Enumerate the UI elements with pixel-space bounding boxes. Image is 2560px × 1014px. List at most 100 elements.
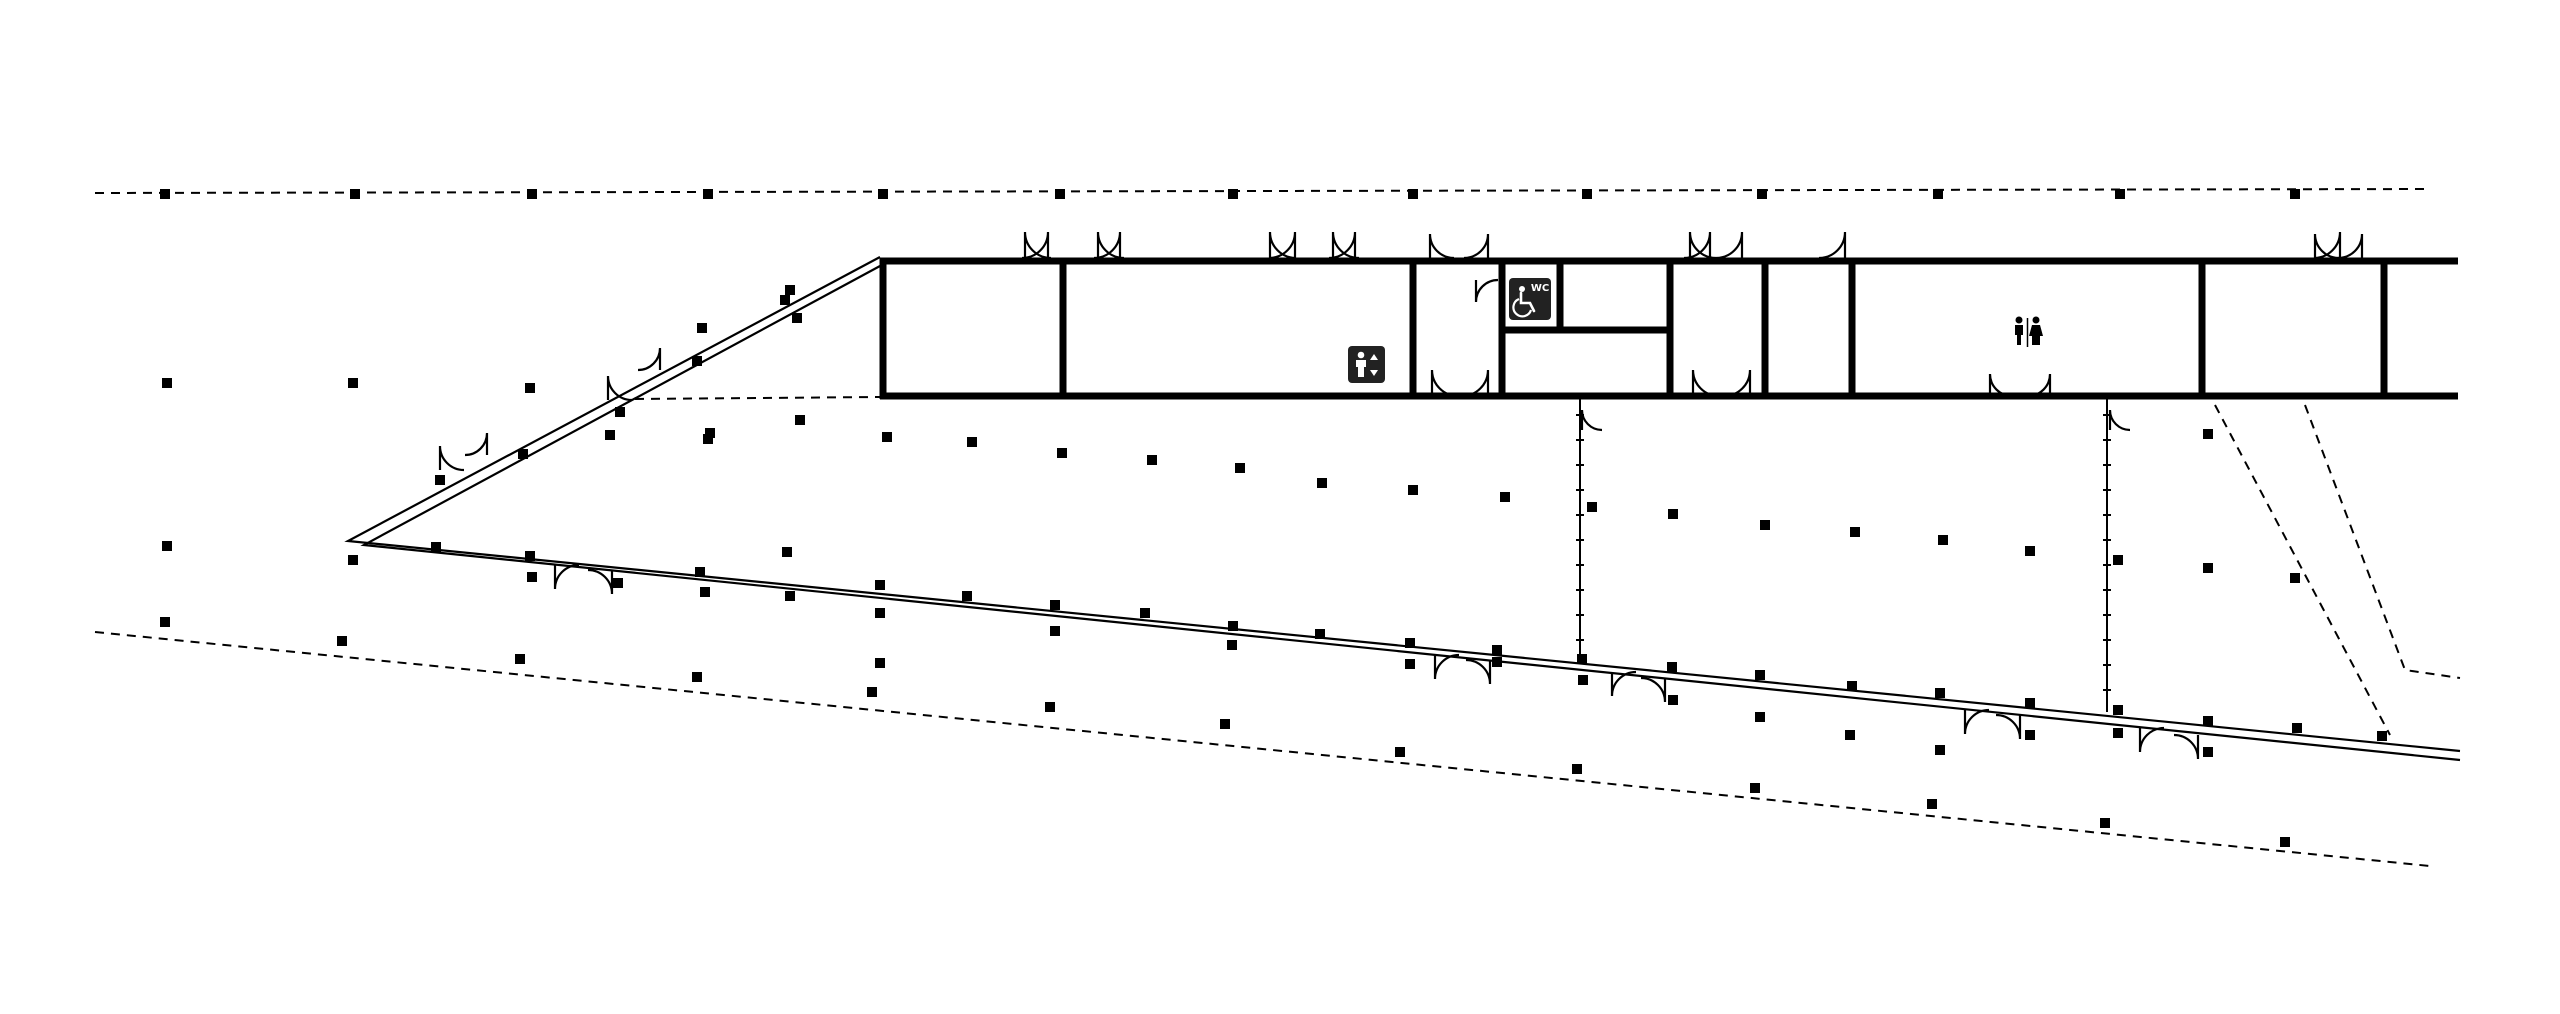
right-dashed-ramp-b bbox=[2304, 404, 2461, 679]
door-swing bbox=[1021, 231, 1050, 260]
column-marker bbox=[1405, 659, 1415, 669]
column-marker bbox=[795, 415, 805, 425]
column-marker bbox=[875, 658, 885, 668]
right-dashed-ramp-a bbox=[2214, 404, 2391, 736]
door-swing bbox=[1818, 231, 1847, 260]
column-marker bbox=[1668, 509, 1678, 519]
column-marker bbox=[780, 295, 790, 305]
column-marker bbox=[1057, 448, 1067, 458]
column-marker bbox=[1492, 657, 1502, 667]
column-marker bbox=[348, 555, 358, 565]
column-marker bbox=[160, 617, 170, 627]
column-marker bbox=[613, 578, 623, 588]
column-marker bbox=[1500, 492, 1510, 502]
column-marker bbox=[1755, 670, 1765, 680]
column-marker bbox=[695, 567, 705, 577]
column-marker bbox=[1055, 189, 1065, 199]
column-marker bbox=[1050, 626, 1060, 636]
door-swing bbox=[587, 568, 614, 595]
column-marker bbox=[2290, 189, 2300, 199]
column-grid bbox=[160, 189, 2387, 847]
door-swing bbox=[1461, 369, 1490, 398]
door-swing bbox=[1723, 369, 1752, 398]
door-swing bbox=[1433, 653, 1460, 680]
restroom-icon bbox=[2015, 316, 2043, 347]
column-marker bbox=[350, 189, 360, 199]
column-marker bbox=[703, 189, 713, 199]
door-swing bbox=[1465, 658, 1492, 685]
column-marker bbox=[1667, 662, 1677, 672]
column-marker bbox=[1578, 675, 1588, 685]
column-marker bbox=[1668, 695, 1678, 705]
door-swing bbox=[606, 375, 633, 402]
column-marker bbox=[2377, 731, 2387, 741]
column-marker bbox=[2280, 837, 2290, 847]
column-marker bbox=[1315, 629, 1325, 639]
door-swing bbox=[1640, 676, 1667, 703]
column-marker bbox=[2100, 818, 2110, 828]
column-marker bbox=[515, 654, 525, 664]
column-marker bbox=[2203, 429, 2213, 439]
door-swing bbox=[1691, 369, 1720, 398]
column-marker bbox=[1850, 527, 1860, 537]
door-swing bbox=[2108, 409, 2131, 432]
column-marker bbox=[1847, 681, 1857, 691]
column-marker bbox=[1492, 645, 1502, 655]
column-marker bbox=[1845, 730, 1855, 740]
inner-dashed-line bbox=[634, 396, 881, 400]
corridor-block bbox=[879, 257, 2458, 400]
column-marker bbox=[1228, 189, 1238, 199]
column-marker bbox=[1220, 719, 1230, 729]
column-marker bbox=[882, 432, 892, 442]
door-swing bbox=[1995, 713, 2022, 740]
column-marker bbox=[878, 189, 888, 199]
column-marker bbox=[1045, 702, 1055, 712]
column-marker bbox=[527, 572, 537, 582]
column-marker bbox=[1750, 783, 1760, 793]
column-marker bbox=[1933, 189, 1943, 199]
column-marker bbox=[160, 189, 170, 199]
facade-inner-line bbox=[360, 265, 2461, 762]
column-marker bbox=[2203, 716, 2213, 726]
door-swing bbox=[1023, 231, 1052, 260]
door-swing bbox=[1428, 233, 1455, 260]
column-marker bbox=[1755, 712, 1765, 722]
column-marker bbox=[1408, 189, 1418, 199]
column-marker bbox=[692, 672, 702, 682]
column-marker bbox=[1395, 747, 1405, 757]
column-marker bbox=[1927, 799, 1937, 809]
column-marker bbox=[1935, 688, 1945, 698]
door-swing bbox=[553, 563, 580, 590]
column-marker bbox=[1587, 502, 1597, 512]
door-swing bbox=[1963, 708, 1990, 735]
column-marker bbox=[1228, 621, 1238, 631]
column-marker bbox=[2203, 563, 2213, 573]
door-swing bbox=[2173, 733, 2200, 760]
column-marker bbox=[1227, 640, 1237, 650]
column-marker bbox=[615, 407, 625, 417]
door-swing bbox=[1430, 369, 1459, 398]
column-marker bbox=[162, 541, 172, 551]
column-marker bbox=[692, 356, 702, 366]
door-swing bbox=[1268, 231, 1297, 260]
column-marker bbox=[2203, 747, 2213, 757]
partition-ticks bbox=[1576, 414, 2111, 691]
column-marker bbox=[2025, 730, 2035, 740]
column-marker bbox=[431, 542, 441, 552]
door-swing bbox=[1268, 231, 1297, 260]
column-marker bbox=[1760, 520, 1770, 530]
column-marker bbox=[337, 636, 347, 646]
door-swing bbox=[464, 432, 489, 457]
column-marker bbox=[697, 323, 707, 333]
column-marker bbox=[1757, 189, 1767, 199]
column-marker bbox=[605, 430, 615, 440]
wc-label: WC bbox=[1531, 283, 1549, 294]
column-marker bbox=[785, 285, 795, 295]
column-marker bbox=[1572, 764, 1582, 774]
column-marker bbox=[962, 591, 972, 601]
column-marker bbox=[2113, 728, 2123, 738]
column-marker bbox=[1935, 745, 1945, 755]
column-marker bbox=[1408, 485, 1418, 495]
door-swing bbox=[2027, 373, 2052, 398]
